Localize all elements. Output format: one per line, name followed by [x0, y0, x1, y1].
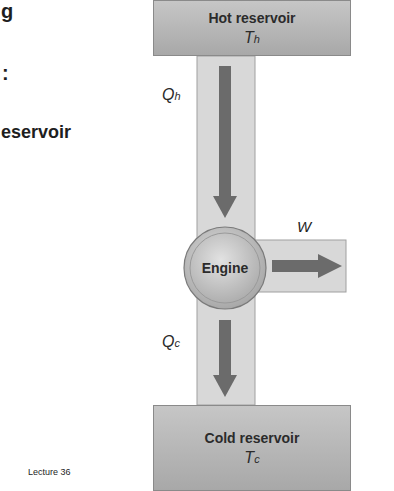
heat-flow-arrow	[213, 320, 237, 397]
heat-symbol: Qh	[162, 86, 181, 104]
cropped-title: g	[1, 0, 13, 23]
heat-in-band	[197, 56, 255, 246]
node-title: Cold reservoir	[205, 430, 300, 446]
work-arrow	[272, 254, 342, 278]
heat-flow-arrow	[213, 66, 237, 218]
arrow-head	[213, 375, 237, 397]
arrow-shaft	[219, 66, 231, 198]
hot-reservoir: Hot reservoirTh	[153, 0, 351, 56]
cold-reservoir: Cold reservoirTc	[153, 405, 351, 491]
arrow-head	[213, 196, 237, 218]
lecture-footer: Lecture 36	[28, 467, 71, 477]
engine-circle: Engine	[183, 226, 267, 310]
engine-inner-ring	[190, 233, 260, 303]
temperature-symbol: Tc	[244, 449, 259, 467]
node-title: Hot reservoir	[208, 10, 295, 26]
cropped-word: eservoir	[1, 122, 71, 143]
node-title: Engine	[202, 260, 249, 276]
engine-circle-shape	[184, 227, 266, 309]
temperature-symbol: Th	[244, 29, 260, 47]
arrow-shaft	[219, 320, 231, 377]
heat-symbol: Qc	[162, 333, 180, 351]
cropped-colon: :	[2, 62, 9, 85]
work-symbol: W	[297, 218, 311, 235]
